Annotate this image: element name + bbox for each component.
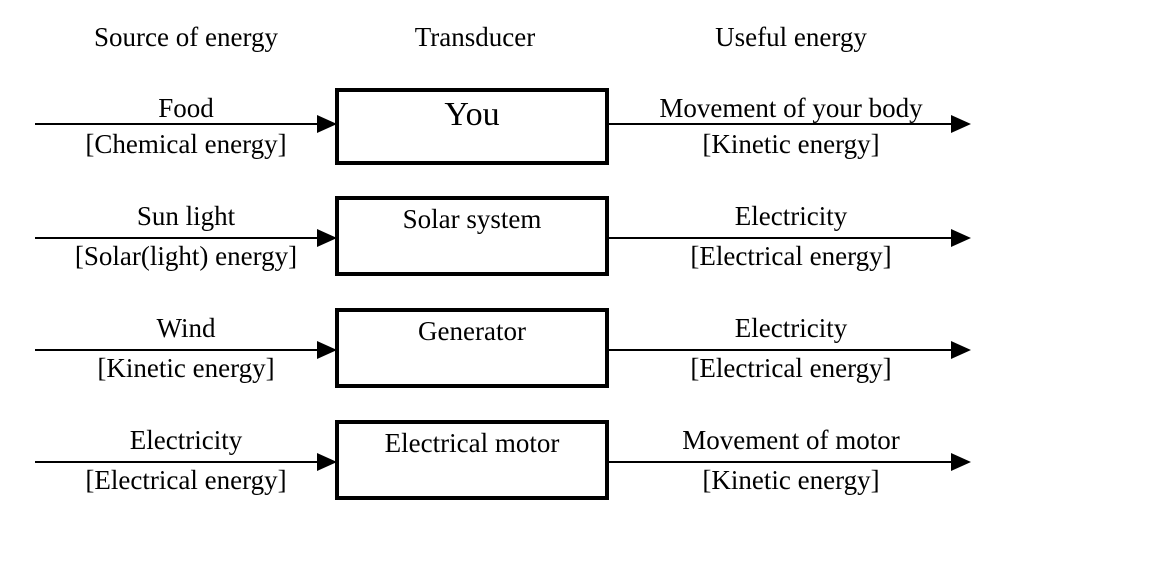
flow-row: Sun light [Solar(light) energy] Solar sy… [0, 196, 1152, 306]
header-transducer: Transducer [414, 22, 536, 52]
useful-label: Movement of your body [659, 93, 923, 123]
transducer-label: Electrical motor [384, 428, 560, 458]
output-arrowhead [951, 229, 971, 247]
output-arrowhead [951, 341, 971, 359]
output-arrow-line [609, 123, 951, 125]
output-arrowhead [951, 115, 971, 133]
source-label: Wind [156, 313, 216, 343]
useful-label: Movement of motor [682, 425, 900, 455]
output-arrow-line [609, 237, 951, 239]
useful-label: Electricity [734, 313, 848, 343]
source-label: Electricity [129, 425, 243, 455]
input-arrowhead [317, 341, 337, 359]
source-energy-type: [Chemical energy] [85, 129, 287, 159]
source-energy-type: [Kinetic energy] [97, 353, 275, 383]
input-arrow-line [35, 237, 317, 239]
input-arrow-line [35, 461, 317, 463]
useful-energy-type: [Kinetic energy] [702, 129, 880, 159]
transducer-box: Solar system [335, 196, 609, 276]
input-arrowhead [317, 229, 337, 247]
output-arrow-line [609, 461, 951, 463]
input-arrowhead [317, 115, 337, 133]
useful-label: Electricity [734, 201, 848, 231]
useful-energy-type: [Electrical energy] [690, 241, 892, 271]
header-source-of-energy: Source of energy [94, 22, 278, 52]
transducer-label: You [444, 96, 500, 133]
input-arrow-line [35, 349, 317, 351]
source-label: Food [158, 93, 214, 123]
header-useful-energy: Useful energy [715, 22, 867, 52]
transducer-box: You [335, 88, 609, 165]
input-arrowhead [317, 453, 337, 471]
transducer-label: Solar system [402, 204, 542, 234]
flow-row: Wind [Kinetic energy] Generator Electric… [0, 308, 1152, 418]
flow-row: Electricity [Electrical energy] Electric… [0, 420, 1152, 530]
useful-energy-type: [Electrical energy] [690, 353, 892, 383]
output-arrow-line [609, 349, 951, 351]
source-energy-type: [Electrical energy] [85, 465, 287, 495]
transducer-box: Generator [335, 308, 609, 388]
transducer-label: Generator [418, 316, 526, 346]
useful-energy-type: [Kinetic energy] [702, 465, 880, 495]
transducer-box: Electrical motor [335, 420, 609, 500]
flow-row: Food [Chemical energy] You Movement of y… [0, 88, 1152, 198]
output-arrowhead [951, 453, 971, 471]
input-arrow-line [35, 123, 317, 125]
source-energy-type: [Solar(light) energy] [74, 241, 298, 271]
source-label: Sun light [136, 201, 236, 231]
